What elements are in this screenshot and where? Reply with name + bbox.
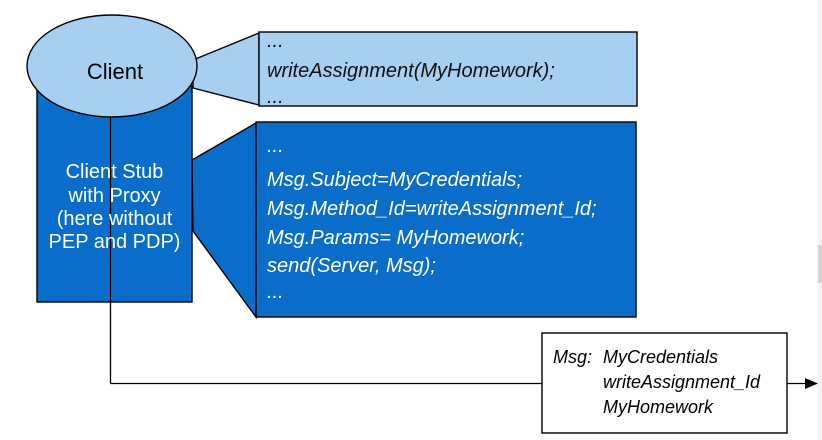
client-stub-label-line-3: (here without (57, 208, 173, 230)
client-code-line-3: ... (267, 86, 284, 108)
stub-code-callout-pointer (191, 121, 257, 320)
scrollbar-track[interactable] (817, 0, 822, 440)
stub-code-line-2: Msg.Subject=MyCredentials; (267, 169, 522, 191)
stub-code-line-6: ... (267, 281, 284, 303)
stub-code-line-3: Msg.Method_Id=writeAssignment_Id; (267, 198, 597, 220)
message-value-line-2: writeAssignment_Id (603, 372, 761, 392)
client-ellipse (26, 14, 198, 118)
client-code-line-1: ... (267, 30, 284, 52)
message-value-line-1: MyCredentials (603, 347, 718, 367)
message-label: Msg: (553, 347, 592, 367)
stub-code-box (255, 121, 637, 318)
client-label: Client (87, 59, 143, 84)
client-code-box (258, 31, 638, 107)
stub-code-line-1: ... (267, 135, 284, 157)
message-value-line-3: MyHomework (603, 397, 714, 417)
stub-code-line-5: send(Server, Msg); (267, 255, 436, 277)
message-box (541, 332, 788, 434)
client-stub-label-line-4: PEP and PDP) (49, 231, 181, 253)
arrowhead-icon (805, 378, 818, 389)
scrollbar-thumb[interactable] (818, 245, 822, 283)
client-code-callout-pointer (192, 31, 260, 106)
client-code-line-2: writeAssignment(MyHomework); (267, 60, 555, 82)
stub-code-line-4: Msg.Params= MyHomework; (267, 227, 524, 249)
client-stub-label-line-2: with Proxy (67, 185, 160, 207)
client-stub-label-line-1: Client Stub (66, 161, 164, 183)
